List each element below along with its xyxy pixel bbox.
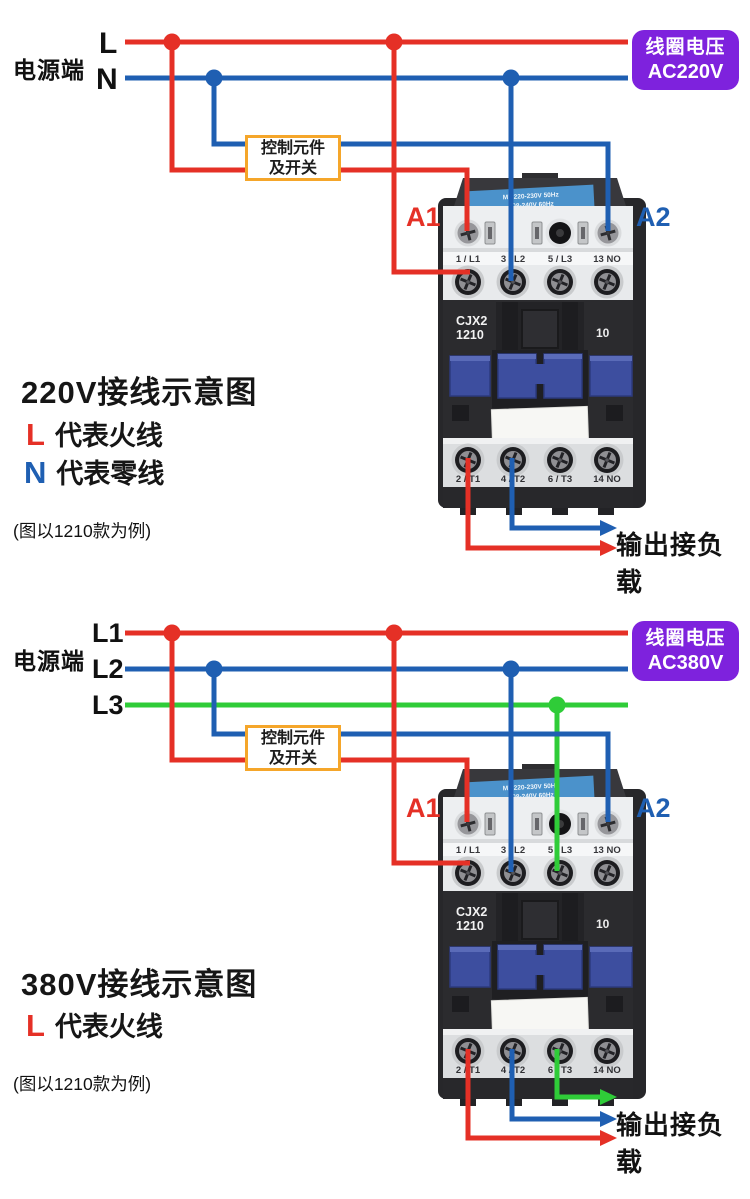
control-box-220v: 控制元件 及开关 (245, 135, 341, 181)
model-note-380v: (图以1210款为例) (13, 1074, 152, 1094)
junction-dot (548, 696, 566, 714)
junction-dot (385, 624, 403, 642)
section-title-220v: 220V接线示意图 (21, 375, 258, 410)
section-title-380v: 380V接线示意图 (21, 967, 258, 1002)
line-label-L2: L2 (92, 654, 124, 684)
wire-380v-out-blue (509, 1049, 600, 1122)
legend-symbol-N: N (24, 455, 47, 490)
junction-dot (163, 624, 181, 642)
badge-line1: 线圈电压 (645, 628, 726, 649)
badge-line1: 线圈电压 (645, 37, 726, 58)
junction-dot (205, 69, 223, 87)
power-side-label-220v: 电源端 (13, 57, 85, 83)
control-box-line1: 控制元件 (260, 730, 325, 747)
badge-line2: AC220V (647, 61, 724, 83)
wire-220v-out-red (465, 458, 600, 551)
legend-desc-live: 代表火线 (54, 1012, 163, 1042)
arrowhead-220v-red (600, 540, 617, 556)
legend-symbol-L: L (26, 417, 45, 452)
control-box-380v: 控制元件 及开关 (245, 725, 341, 771)
arrowhead-380v-blue (600, 1111, 617, 1127)
arrowhead-380v-red (600, 1130, 617, 1146)
legend-desc-neutral: 代表零线 (56, 459, 165, 489)
coil-terminal-a2-label-380v: A2 (636, 793, 671, 823)
coil-terminal-a1-label-220v: A1 (406, 202, 441, 232)
control-box-line2: 及开关 (268, 160, 317, 177)
line-label-N: N (96, 63, 118, 96)
junction-dot (502, 660, 520, 678)
junction-dot (385, 33, 403, 51)
legend-desc-live: 代表火线 (54, 421, 163, 451)
wire-220v-n-to-a2 (211, 78, 611, 231)
coil-terminal-a1-label-380v: A1 (406, 793, 441, 823)
legend-row-neutral-220v: N 代表零线 (24, 452, 164, 491)
wire-380v-l1-to-1l1 (391, 633, 470, 866)
arrowhead-380v-green (600, 1089, 617, 1105)
wire-220v-l-to-1l1 (391, 42, 470, 275)
line-label-L1: L1 (92, 618, 124, 648)
wire-380v-out-green (554, 1049, 600, 1100)
wire-380v-l2-to-a2 (211, 669, 611, 822)
wire-380v-out-red (465, 1049, 600, 1141)
control-box-line2: 及开关 (268, 750, 317, 767)
junction-dot (502, 69, 520, 87)
junction-dot (163, 33, 181, 51)
wire-220v-out-blue (509, 458, 600, 531)
junction-dot (205, 660, 223, 678)
legend-row-live-220v: L 代表火线 (26, 414, 163, 453)
coil-terminal-a2-label-220v: A2 (636, 202, 671, 232)
control-box-line1: 控制元件 (260, 140, 325, 157)
output-load-label-220v: 输出接负载 (616, 530, 725, 597)
model-note-220v: (图以1210款为例) (13, 521, 152, 541)
output-load-label-380v: 输出接负载 (616, 1110, 725, 1177)
wires-220v (125, 33, 628, 556)
arrowhead-220v-blue (600, 520, 617, 536)
wires-380v (125, 624, 628, 1146)
legend-symbol-L: L (26, 1008, 45, 1043)
line-label-L3: L3 (92, 690, 124, 720)
coil-voltage-badge-220v: 线圈电压 AC220V (632, 30, 739, 90)
coil-voltage-badge-380v: 线圈电压 AC380V (632, 621, 739, 681)
power-side-label-380v: 电源端 (13, 648, 85, 674)
line-label-L: L (99, 27, 118, 60)
legend-row-live-380v: L 代表火线 (26, 1005, 163, 1044)
badge-line2: AC380V (647, 652, 724, 674)
